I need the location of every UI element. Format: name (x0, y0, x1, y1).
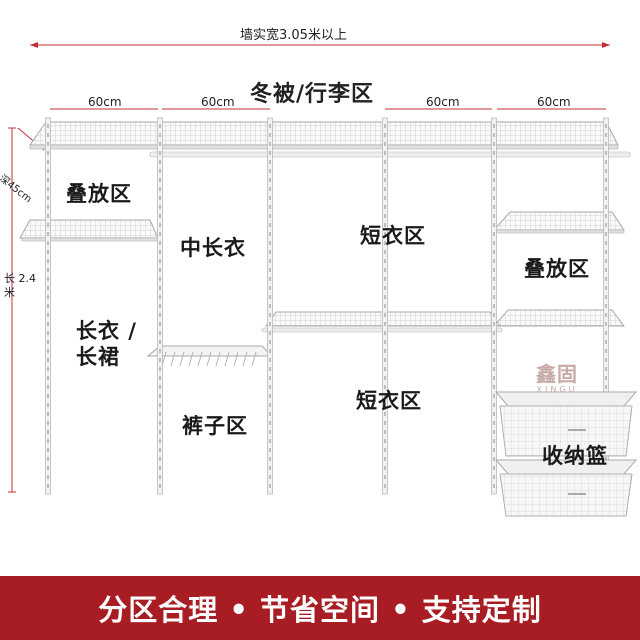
wardrobe-drawing (8, 42, 638, 517)
height-label: 长 2.4米 (4, 272, 36, 299)
left-fold-shelf (19, 219, 159, 242)
watermark-mark: 鑫固 (536, 362, 578, 386)
watermark-logo: 鑫固 XINGU (532, 358, 582, 394)
banner-text: 分区合理 • 节省空间 • 支持定制 (98, 593, 542, 627)
wall-width-dimension (30, 42, 610, 48)
bottom-banner: 分区合理 • 节省空间 • 支持定制 (0, 576, 640, 640)
section-width-label-3: 60cm (426, 95, 460, 109)
upright-rails (45, 117, 609, 495)
zone-label-basket: 收纳篮 (542, 444, 608, 468)
watermark-sub: XINGU (536, 385, 578, 394)
zone-label-short-bottom: 短衣区 (356, 389, 422, 413)
zone-label-fold-right: 叠放区 (524, 257, 590, 281)
section-width-label-4: 60cm (537, 95, 571, 109)
zone-label-pants: 裤子区 (182, 414, 248, 438)
basket-upper (494, 391, 638, 457)
zone-label-long-dress: 长衣 /长裙 (76, 319, 137, 369)
section-width-label-1: 60cm (88, 95, 122, 109)
section-width-label-2: 60cm (201, 95, 235, 109)
zone-label-mid-long: 中长衣 (180, 236, 246, 260)
pants-rack (146, 345, 274, 367)
wall-width-label: 墙实宽3.05米以上 (240, 28, 347, 43)
top-shelf (29, 121, 631, 158)
zone-label-fold-left: 叠放区 (66, 182, 132, 206)
basket-lower (494, 459, 638, 517)
top-zone-label: 冬被/行李区 (250, 82, 375, 107)
right-fold-shelf (492, 211, 625, 327)
middle-shelf (261, 311, 503, 333)
zone-label-short-top: 短衣区 (360, 224, 426, 248)
